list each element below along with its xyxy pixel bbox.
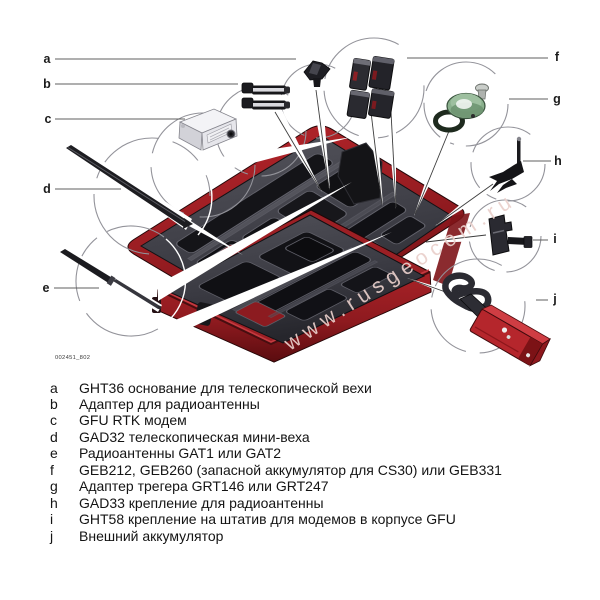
legend-item-text: Внешний аккумулятор xyxy=(79,527,224,544)
legend-row-d: d GAD32 телескопическая мини-веха xyxy=(0,429,600,445)
legend-item-text: GHT58 крепление на штатив для модемов в … xyxy=(79,511,456,528)
legend-item-text: Адаптер для радиоантенны xyxy=(79,395,260,412)
legend-item-text: GFU RTK модем xyxy=(79,412,187,429)
legend-row-f: f GEB212, GEB260 (запасной аккумулятор дл… xyxy=(0,462,600,478)
legend-letter: f xyxy=(50,461,54,478)
callout-letter-j: j xyxy=(552,292,556,306)
callout-letter-f: f xyxy=(555,50,560,64)
detail-circle-i xyxy=(468,199,542,273)
callout-letter-d: d xyxy=(43,182,51,196)
legend-letter: j xyxy=(50,527,54,544)
callout-letter-b: b xyxy=(43,77,51,91)
legend-item-text: Адаптер трегера GRT146 или GRT247 xyxy=(79,478,329,495)
legend-letter: d xyxy=(50,428,58,445)
legend-letter: c xyxy=(50,412,57,429)
detail-circle-h xyxy=(470,126,546,202)
legend-letter: b xyxy=(50,395,58,412)
legend-row-a: a GHT36 основание для телескопической вех… xyxy=(0,380,600,396)
item-gfu-rtk-modem xyxy=(178,108,238,151)
callout-letter-i: i xyxy=(553,232,556,246)
legend-letter: h xyxy=(50,494,58,511)
item-ght36-base xyxy=(303,60,331,87)
legend-row-b: b Адаптер для радиоантенны xyxy=(0,396,600,412)
detail-circle-j xyxy=(430,258,526,354)
legend-row-i: i GHT58 крепление на штатив для модемов в… xyxy=(0,511,600,527)
callout-letters: a b c d e f g h i j xyxy=(43,50,562,306)
legend-letter: e xyxy=(50,445,58,462)
legend-row-e: e Радиоантенны GAT1 или GAT2 xyxy=(0,445,600,461)
legend-item-text: GAD32 телескопическая мини-веха xyxy=(79,428,310,445)
item-ght58-mount xyxy=(488,214,533,256)
legend-item-text: GHT36 основание для телескопической вехи xyxy=(79,379,372,396)
callout-letter-a: a xyxy=(44,52,52,66)
item-gat-antenna xyxy=(58,247,162,312)
legend-row-c: c GFU RTK модем xyxy=(0,412,600,428)
lid-right-wall xyxy=(433,213,470,286)
detail-circle-e xyxy=(75,225,165,337)
legend-item-text: GEB212, GEB260 (запасной аккумулятор для… xyxy=(79,461,502,478)
callout-letter-h: h xyxy=(554,154,562,168)
legend-item-text: Радиоантенны GAT1 или GAT2 xyxy=(79,445,282,462)
callout-lines xyxy=(54,57,551,301)
legend-item-text: GAD33 крепление для радиоантенны xyxy=(79,494,324,511)
legend-letter: g xyxy=(50,478,58,495)
legend-row-g: g Адаптер трегера GRT146 или GRT247 xyxy=(0,478,600,494)
legend-row-h: h GAD33 крепление для радиоантенны xyxy=(0,495,600,511)
lid-stored-items xyxy=(337,142,383,205)
detail-circle-g xyxy=(423,61,509,147)
legend-letter: i xyxy=(50,511,54,528)
item-radio-antenna-adapter xyxy=(241,82,290,110)
callout-letter-e: e xyxy=(43,281,50,295)
legend-letter: a xyxy=(50,379,58,396)
item-geb-batteries xyxy=(346,55,395,119)
callout-letter-c: c xyxy=(45,112,52,126)
item-gad33-mount xyxy=(489,136,524,193)
callout-letter-g: g xyxy=(553,92,561,106)
item-grt146-adapter xyxy=(433,83,489,133)
pointer-wedges xyxy=(158,88,497,341)
item-external-battery xyxy=(442,272,552,367)
item-gad32-mini-pole xyxy=(64,142,193,230)
detail-circle-d xyxy=(93,137,211,255)
pointer-lines xyxy=(274,89,494,296)
legend-row-j: j Внешний аккумулятор xyxy=(0,528,600,544)
figure-id: 002451_802 xyxy=(55,355,90,361)
